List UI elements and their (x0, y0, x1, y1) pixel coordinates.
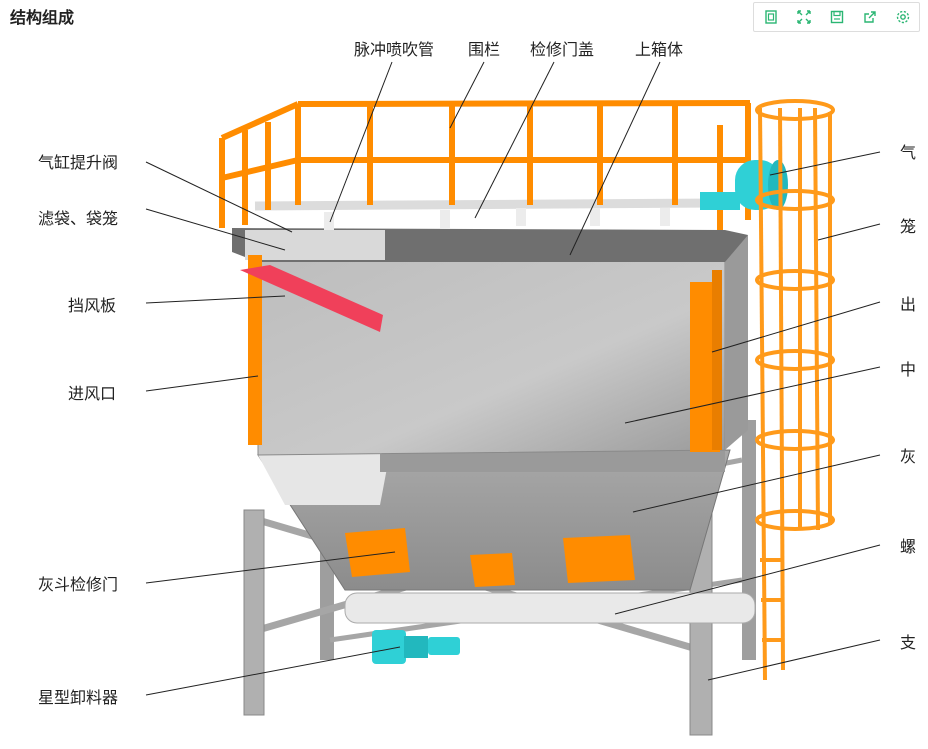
hopper-access-doors (345, 528, 635, 587)
star-unloader (372, 630, 460, 664)
railing (219, 100, 751, 230)
label-right-middle: 中 (900, 360, 916, 379)
settings-icon (896, 10, 909, 24)
fullscreen-button[interactable] (787, 3, 820, 31)
part-labels: 脉冲喷吹管 围栏 检修门盖 上箱体 气缸提升阀 滤袋、袋笼 挡风板 进风口 灰斗… (38, 40, 916, 707)
save-image-icon (830, 10, 843, 24)
label-right-screw: 螺 (900, 537, 916, 556)
label-cylinder-valve: 气缸提升阀 (38, 153, 118, 172)
pulse-blow-pipes (254, 198, 721, 211)
save-image-button[interactable] (820, 3, 853, 31)
settings-button[interactable] (886, 3, 919, 31)
restore-icon (764, 10, 777, 24)
label-pulse-pipe: 脉冲喷吹管 (354, 40, 434, 59)
label-right-support: 支 (900, 633, 916, 652)
label-right-hopper: 灰 (900, 447, 916, 466)
leader-lines (145, 61, 881, 696)
label-right-outlet: 出 (900, 295, 916, 314)
page-title: 结构组成 (10, 8, 75, 27)
label-railing: 围栏 (468, 40, 500, 59)
ladder-cage (755, 99, 835, 681)
label-right-air: 气 (900, 143, 916, 162)
label-right-cage: 笼 (900, 217, 916, 236)
baffle-plate (240, 265, 383, 332)
machine-illustration (219, 99, 835, 736)
label-star-unloader: 星型卸料器 (38, 688, 118, 707)
inlet-frame (248, 255, 722, 452)
screw-conveyor (344, 592, 756, 624)
chart-toolbar (753, 2, 920, 32)
share-button[interactable] (853, 3, 886, 31)
label-inlet: 进风口 (68, 384, 116, 403)
share-icon (863, 11, 876, 23)
upper-box-body (232, 228, 748, 456)
label-hopper-door: 灰斗检修门 (38, 575, 118, 594)
label-access-cover: 检修门盖 (530, 40, 594, 59)
restore-button[interactable] (754, 3, 787, 31)
cylinder-valve-tank (700, 160, 788, 210)
fullscreen-icon (796, 10, 811, 24)
label-filter-bag: 滤袋、袋笼 (38, 209, 118, 228)
label-upper-box: 上箱体 (635, 40, 683, 59)
pipe-stubs (324, 208, 670, 230)
label-baffle: 挡风板 (68, 296, 116, 315)
